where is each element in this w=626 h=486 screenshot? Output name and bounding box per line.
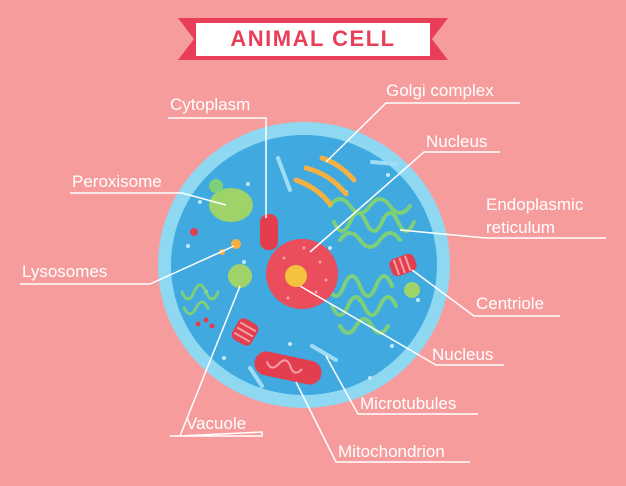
page-title: ANIMAL CELL [230,26,396,51]
mitochondrion-small-shape [260,214,278,250]
label-microtubules: Microtubules [360,394,457,413]
label-endoplasmic-line1: Endoplasmic [486,195,584,214]
title-ribbon [178,18,448,60]
centriole-shape [389,253,417,277]
label-centriole: Centriole [476,294,545,313]
label-vacuole: Vacuole [186,414,247,433]
label-nucleus-bottom: Nucleus [432,345,494,364]
endoplasmic-reticulum-upper [328,197,416,249]
label-cytoplasm: Cytoplasm [170,95,251,114]
vacuole-shape [228,264,252,288]
peroxisome-shape [209,188,253,222]
label-nucleus-top: Nucleus [426,132,488,151]
label-golgi-complex: Golgi complex [386,81,494,100]
label-peroxisome: Peroxisome [72,172,162,191]
vacuole-right-shape [404,282,420,298]
nucleus-dots [282,246,328,300]
tiny-red-dots [195,317,215,329]
small-vesicle-shape [209,179,223,193]
label-lysosomes: Lysosomes [22,262,108,281]
lysosome-dot-shape [190,228,198,236]
centriole-lower-shape [231,318,259,346]
nucleolus-shape [285,265,307,287]
mitochondrion-shape [254,351,322,385]
label-mitochondrion: Mitochondrion [338,442,445,461]
label-endoplasmic-line2: reticulum [486,218,555,237]
endoplasmic-reticulum-left [180,283,220,316]
leader-lines [20,102,606,463]
microtubules-shapes [248,156,398,388]
golgi-complex [293,155,357,207]
